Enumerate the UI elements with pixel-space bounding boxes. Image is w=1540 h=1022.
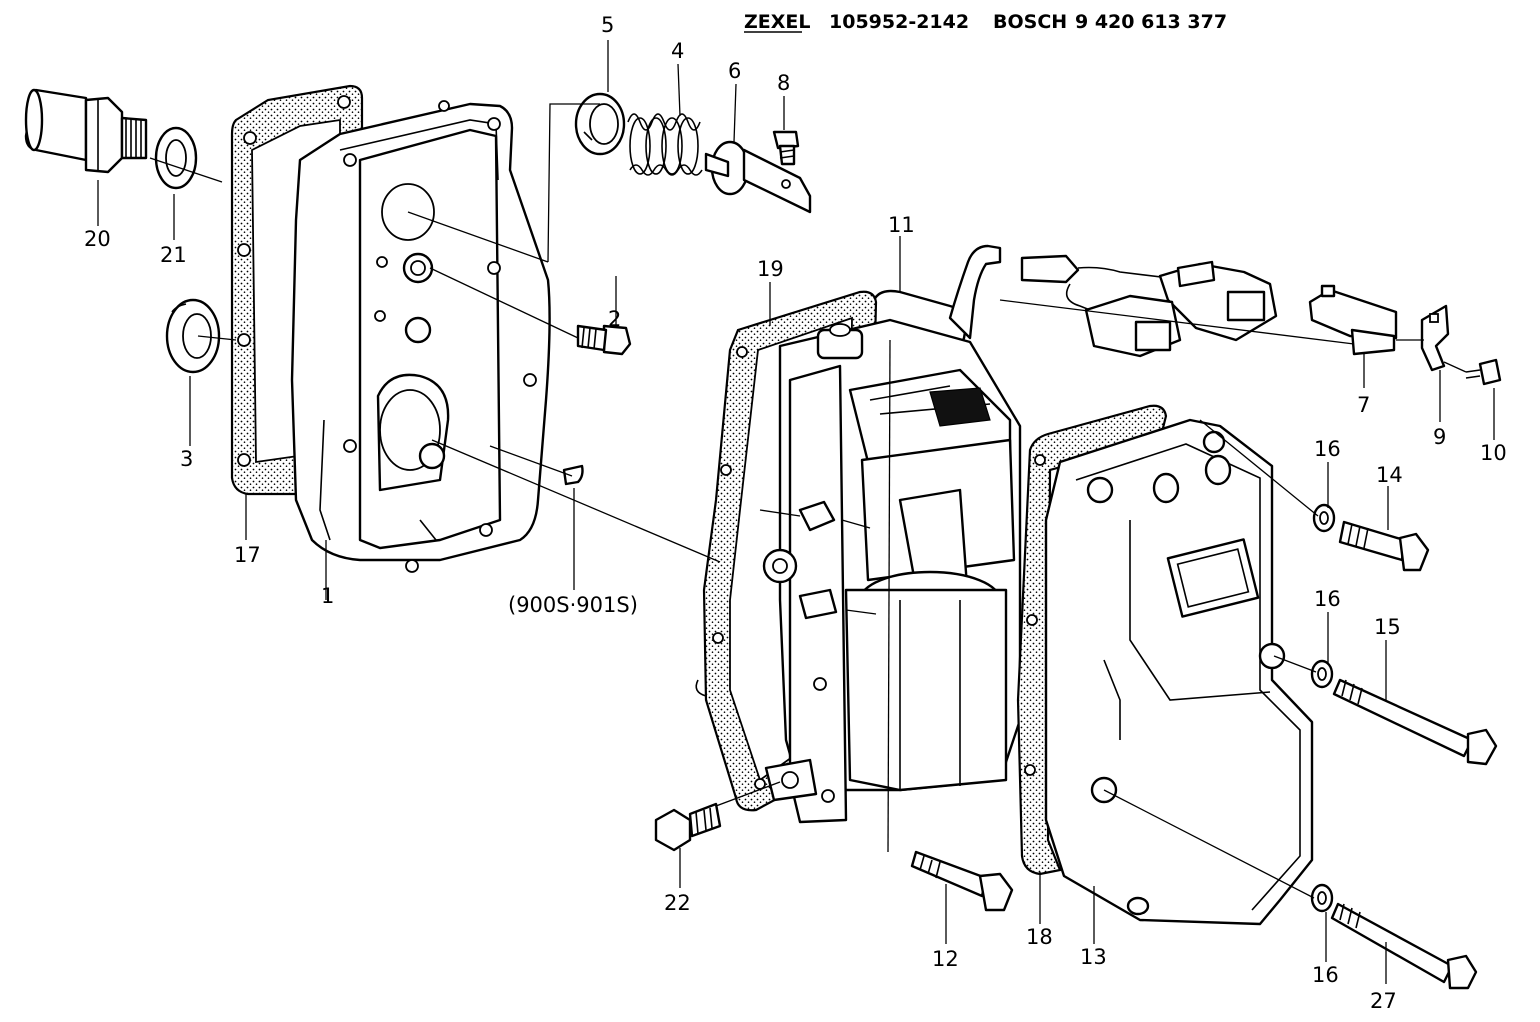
callout-2: 2: [608, 307, 621, 331]
callout-9: 9: [1433, 425, 1446, 449]
callout-16-upper: 16: [1314, 437, 1341, 461]
part-13-cover: [1044, 418, 1314, 926]
callout-16-middle: 16: [1314, 587, 1341, 611]
callout-labels: 1 2 3 4 5 6 7 8 9 10 11 12 13 14 15 16 1…: [84, 13, 1507, 1013]
part-10-screw: [1465, 358, 1502, 386]
assembly-lines: [97, 40, 1495, 984]
header: ZEXEL 105952-2142 BOSCH 9 420 613 377: [744, 11, 1227, 33]
callout-19: 19: [757, 257, 784, 281]
part-12-bolt: [910, 850, 1014, 912]
callout-21: 21: [160, 243, 187, 267]
part-2-bolt: [576, 324, 632, 356]
header-bosch-number: 9 420 613 377: [1075, 11, 1227, 33]
part-7-sensor-bracket: [1308, 284, 1398, 356]
part-4-spring: [627, 113, 703, 176]
header-zexel-number: 105952-2142: [829, 11, 969, 33]
part-21-washer: [154, 126, 198, 190]
callout-7: 7: [1357, 393, 1370, 417]
callout-6: 6: [728, 59, 741, 83]
callout-1: 1: [321, 584, 334, 608]
callout-3: 3: [180, 447, 193, 471]
callout-15: 15: [1374, 615, 1401, 639]
part-15-bolt: [1332, 678, 1498, 766]
callout-18: 18: [1026, 925, 1053, 949]
part-5-snap-ring: [574, 92, 626, 156]
callout-20: 20: [84, 227, 111, 251]
part-22-bolt: [654, 802, 722, 852]
part-16-washer-middle: [1310, 659, 1334, 689]
part-key: [562, 464, 584, 486]
part-9-clip: [1420, 304, 1450, 372]
part-16-washer-lower: [1310, 883, 1334, 913]
callout-4: 4: [671, 39, 684, 63]
part-16-washer-upper: [1312, 503, 1336, 533]
callout-16-lower: 16: [1312, 963, 1339, 987]
callout-8: 8: [777, 71, 790, 95]
part-27-bolt: [1330, 902, 1478, 990]
callout-17: 17: [234, 543, 261, 567]
part-14-bolt: [1338, 520, 1430, 572]
part-8-screw: [772, 130, 800, 166]
callout-5: 5: [601, 13, 614, 37]
callout-10: 10: [1480, 441, 1507, 465]
header-maker: ZEXEL: [744, 11, 811, 33]
part-20-plug: [24, 88, 148, 174]
part-3-seal: [165, 298, 221, 374]
callout-27: 27: [1370, 989, 1397, 1013]
variant-note: (900S·901S): [508, 593, 638, 617]
part-1-housing: [290, 100, 551, 573]
callout-14: 14: [1376, 463, 1403, 487]
header-brand: BOSCH: [993, 11, 1067, 33]
callout-22: 22: [664, 891, 691, 915]
callout-11: 11: [888, 213, 915, 237]
callout-12: 12: [932, 947, 959, 971]
callout-13: 13: [1080, 945, 1107, 969]
part-6-plunger: [704, 140, 812, 214]
